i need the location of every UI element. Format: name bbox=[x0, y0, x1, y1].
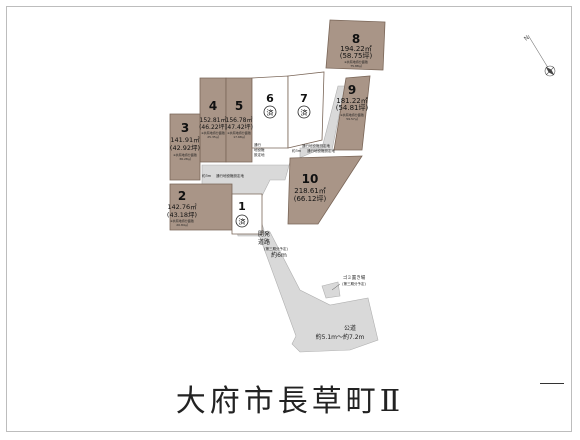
lot-9-note2: 59.57㎡ bbox=[346, 116, 358, 121]
lot-4-note2: 25.35㎡ bbox=[207, 134, 219, 139]
lot-6-sold-circle bbox=[263, 105, 277, 119]
lot-10-tsubo: (66.12坪) bbox=[294, 195, 327, 203]
easement-label: 通行地役権設定地 bbox=[216, 173, 244, 178]
lot-2-note2: 20.84㎡ bbox=[176, 222, 188, 227]
lot-3-tsubo: (42.92坪) bbox=[170, 144, 200, 152]
lot-7-number: 7 bbox=[300, 92, 308, 105]
lot-8-tsubo: (58.75坪) bbox=[340, 52, 373, 60]
lot-9-area: 181.22㎡ bbox=[336, 97, 368, 105]
jointly-label-1: 通行 bbox=[254, 142, 262, 147]
public-road-label-1: 公道 bbox=[344, 324, 356, 332]
garbage-label-2: (第三期分予定) bbox=[342, 281, 366, 286]
dev-road-label-1: 開発 bbox=[258, 230, 270, 238]
lot-8-area: 194.22㎡ bbox=[340, 45, 372, 53]
lot-2-number: 2 bbox=[178, 189, 186, 203]
lot-3-area: 141.91㎡ bbox=[170, 135, 200, 144]
jointly-label-3: 設定地 bbox=[254, 152, 265, 157]
lot-5-area: 156.78㎡ bbox=[226, 116, 253, 124]
width-label-right: 約3m bbox=[292, 148, 302, 153]
lot-labels: 8 194.22㎡ (58.75坪) ※共有地持分面積 75.88㎡ 9 181… bbox=[167, 32, 373, 228]
lot-1-sold-circle bbox=[235, 214, 249, 228]
lot-10[interactable] bbox=[287, 155, 363, 225]
lot-8-note: ※共有地持分面積 bbox=[344, 59, 368, 64]
lot-4-tsubo: (46.22坪) bbox=[199, 123, 227, 131]
lot-9[interactable] bbox=[333, 75, 371, 151]
lot-2-note: ※共有地持分面積 bbox=[170, 218, 194, 223]
page-title: 大府市長草町Ⅱ bbox=[175, 384, 405, 419]
development-road bbox=[257, 231, 379, 353]
lot-9-note: ※共有地持分面積 bbox=[340, 112, 364, 117]
lot-9-number: 9 bbox=[348, 83, 356, 97]
page-mark: 一 bbox=[540, 383, 564, 384]
lot-5-number: 5 bbox=[235, 99, 243, 113]
garbage-leader bbox=[331, 283, 341, 291]
width-label: 約3m bbox=[202, 173, 212, 178]
jointly-label-2: 地役権 bbox=[254, 147, 265, 152]
lots bbox=[169, 19, 386, 235]
public-road-label-2: 約5.1m～約7.2m bbox=[316, 333, 365, 341]
lot-7-sold: 済 bbox=[301, 108, 308, 117]
lot-5-note: ※共有地持分面積 bbox=[227, 130, 251, 135]
dev-road-label-2: 道路 bbox=[258, 238, 270, 246]
lot-1[interactable] bbox=[231, 193, 263, 235]
lot-1-sold: 済 bbox=[239, 217, 246, 226]
annotations: 通行地役権設定地 約3m 通行地役権設定地 通行地役権設定地 約3m 通行 地役… bbox=[202, 142, 366, 341]
lot-3[interactable] bbox=[169, 113, 201, 181]
lot-10-number: 10 bbox=[302, 172, 319, 186]
lot-7-sold-circle bbox=[297, 105, 311, 119]
lot-6-number: 6 bbox=[266, 92, 274, 105]
lot-3-number: 3 bbox=[181, 121, 189, 135]
lot-5[interactable] bbox=[225, 77, 253, 163]
dev-road-label-4: 約6m bbox=[271, 251, 287, 259]
lot-6-sold: 済 bbox=[267, 108, 274, 117]
lot-8[interactable] bbox=[325, 19, 386, 71]
lot-2-tsubo: (43.18坪) bbox=[167, 211, 197, 219]
north-label: N bbox=[523, 34, 531, 42]
lot-4-note: ※共有地持分面積 bbox=[201, 130, 225, 135]
lot-2-area: 142.76㎡ bbox=[167, 202, 197, 211]
easement-label-right: 通行地役権設定地 bbox=[302, 143, 330, 148]
lot-3-note: ※共有地持分面積 bbox=[173, 152, 197, 157]
lot-8-note2: 75.88㎡ bbox=[350, 63, 362, 68]
lot-5-note2: 17.68㎡ bbox=[233, 134, 245, 139]
lot-1-number: 1 bbox=[238, 200, 246, 213]
lot-4-area: 152.81㎡ bbox=[200, 116, 227, 124]
easement-label-right2: 通行地役権設定地 bbox=[307, 148, 335, 153]
garbage-area bbox=[321, 281, 341, 299]
garbage-label-1: ゴミ置き場 bbox=[343, 274, 366, 281]
lot-5-tsubo: (47.42坪) bbox=[225, 123, 253, 131]
lot-7[interactable] bbox=[287, 71, 325, 149]
lot-9-tsubo: (54.81坪) bbox=[336, 104, 369, 112]
north-arrow-icon: N bbox=[523, 34, 556, 77]
lot-8-number: 8 bbox=[352, 32, 360, 46]
dev-road-label-3: (第三期分予定) bbox=[264, 246, 288, 251]
lot-3-note2: 36.28㎡ bbox=[179, 156, 191, 161]
lot-4-number: 4 bbox=[209, 99, 217, 113]
lot-10-area: 218.61㎡ bbox=[294, 187, 326, 195]
